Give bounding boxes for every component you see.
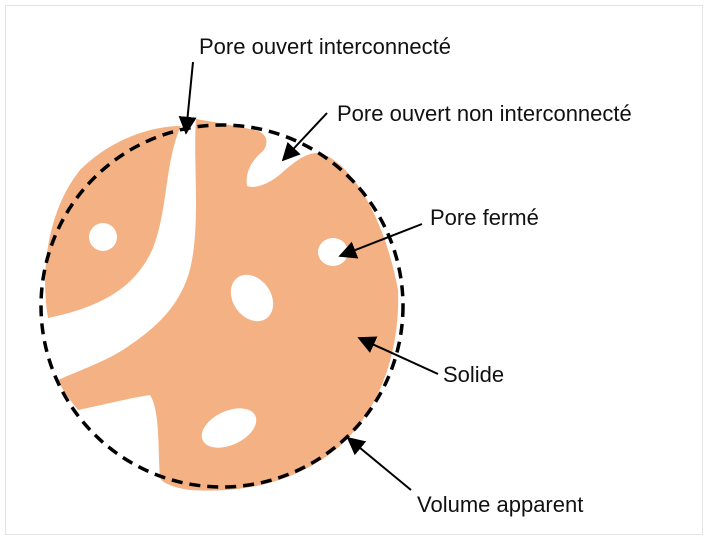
label-solide: Solide [443, 362, 504, 387]
label-pore-ouvert-interconnecte: Pore ouvert interconnecté [199, 34, 451, 59]
arrow-pore-ouvert-interconnecte [186, 62, 193, 133]
arrow-volume-apparent [348, 438, 411, 490]
closed-pore [89, 223, 117, 251]
label-volume-apparent: Volume apparent [417, 492, 583, 517]
solid-left-region [45, 126, 181, 318]
label-pore-ouvert-non-interconnecte: Pore ouvert non interconnecté [337, 101, 632, 126]
label-pore-ferme: Pore fermé [430, 205, 539, 230]
closed-pore [318, 238, 348, 266]
